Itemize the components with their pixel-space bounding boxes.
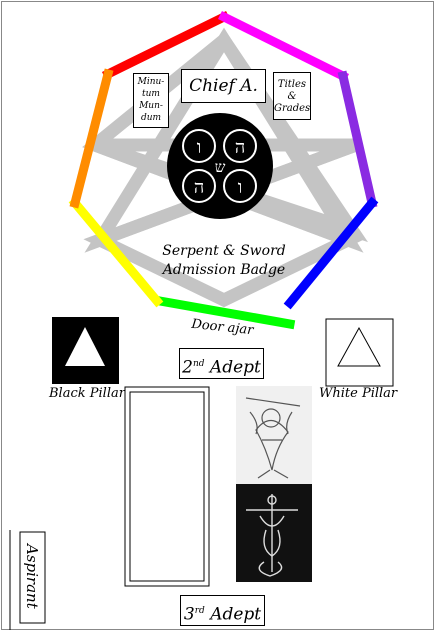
pastos-outer [125,387,209,586]
second-adept-number: 2 [182,358,193,378]
upper-image-panel [236,386,312,484]
lower-image-panel [236,484,312,582]
third-adept-word: Adept [210,605,261,625]
minutum-line1: Minu- [134,76,168,88]
aspirant-label: Aspirant [23,542,41,610]
titles-grades-box: Titles & Grades [273,72,311,120]
badge-label-line1: Serpent & Sword [162,243,286,259]
third-adept-suffix: rd [195,606,205,616]
chief-adept-label: Chief A. [189,76,258,96]
hebrew-letter-tr: ה [235,137,245,158]
black-pillar-label: Black Pillar [49,386,125,401]
hebrew-letter-br: ו [238,177,243,198]
second-adept-word: Adept [210,358,261,378]
minutum-mundum-box: Minu- tum Mun- dum [133,73,169,128]
third-adept-box: 3rd Adept [180,595,265,626]
titles-line2: & [274,91,310,103]
pastos-inner [130,392,204,581]
minutum-line3: Mun- [134,100,168,112]
chief-adept-box: Chief A. [181,69,266,103]
hebrew-letter-bl: ה [194,177,204,198]
third-adept-number: 3 [184,605,195,625]
second-adept-suffix: nd [193,359,205,369]
titles-line3: Grades [274,103,310,115]
white-pillar-label: White Pillar [319,386,397,401]
second-adept-box: 2nd Adept [179,348,264,379]
hebrew-letter-tl: ו [197,137,202,158]
minutum-line4: dum [134,112,168,124]
hebrew-letter-center: ש [215,158,226,176]
titles-line1: Titles [274,79,310,91]
minutum-line2: tum [134,88,168,100]
badge-label-line2: Admission Badge [161,262,285,278]
